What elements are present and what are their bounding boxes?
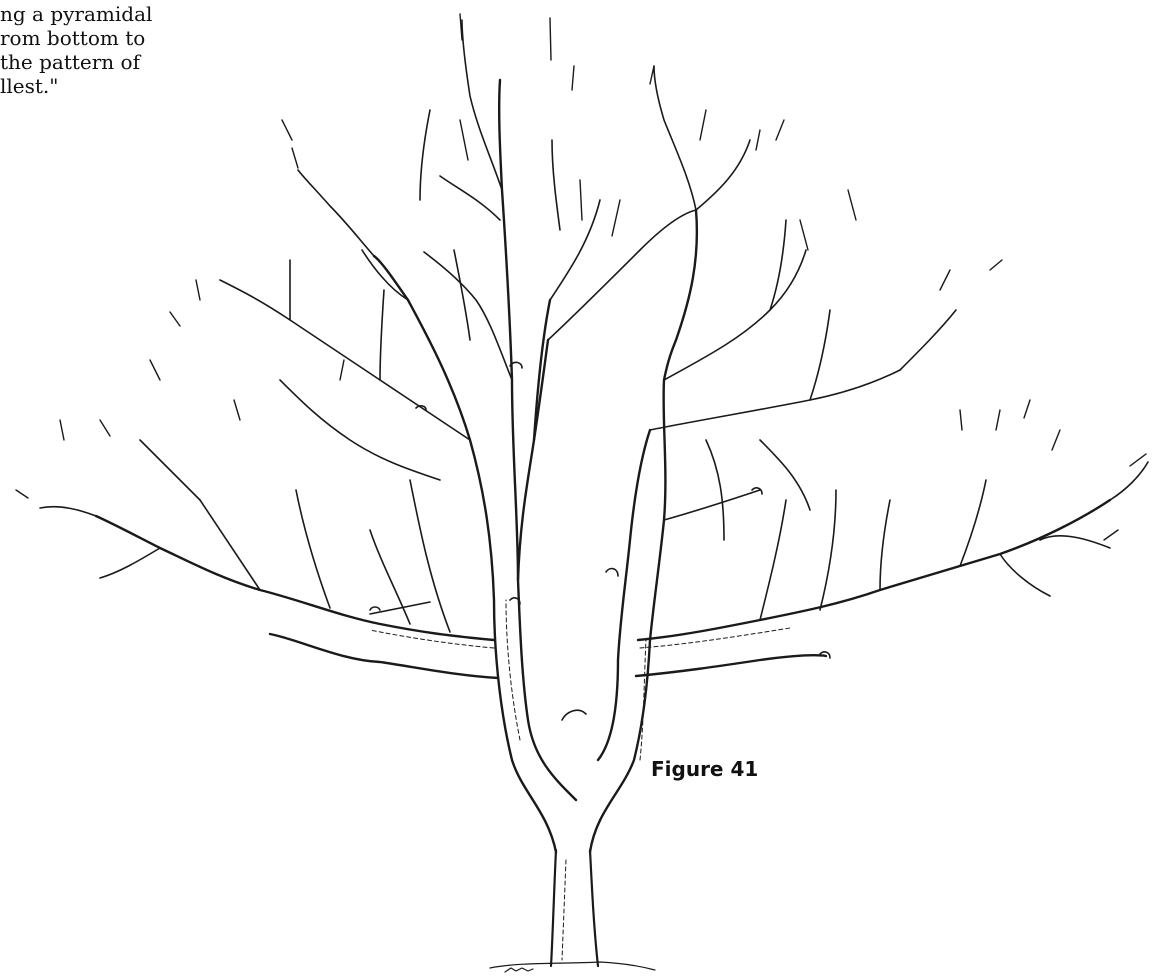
upper-right-crown: [548, 66, 956, 540]
twig-tips: [16, 14, 1146, 540]
figure-label: Figure 41: [651, 757, 758, 781]
right-scaffold-limbs: [636, 462, 1148, 676]
tree-trunk: [490, 850, 655, 972]
main-scaffold-branches: [374, 80, 697, 852]
upper-left-crown: [220, 20, 512, 480]
